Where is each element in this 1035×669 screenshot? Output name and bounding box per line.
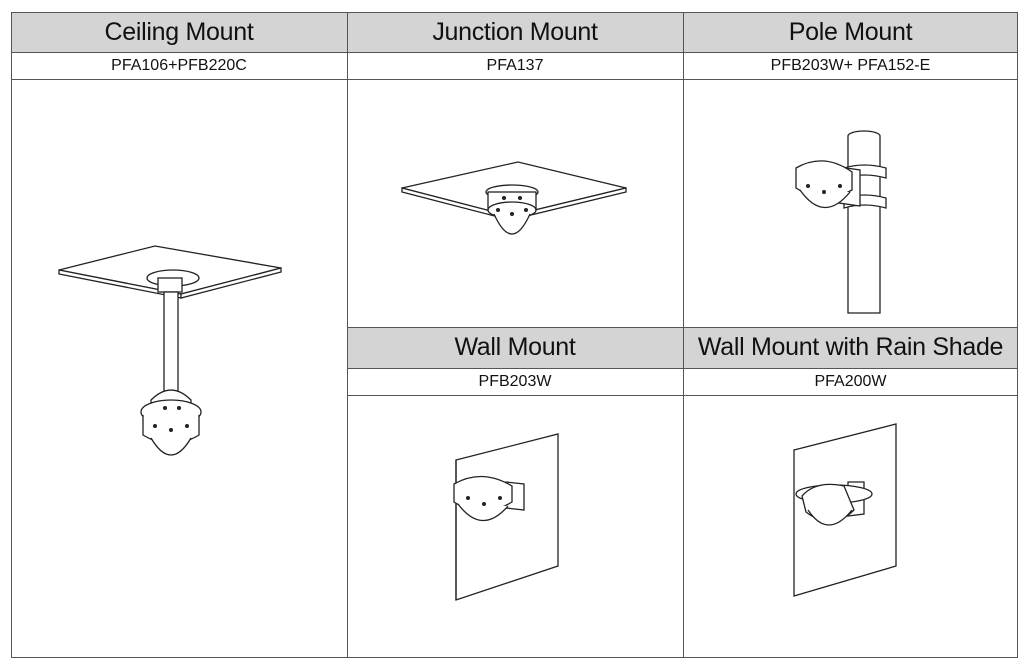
junction-mount-illustration [400,158,628,248]
wall-mount-title: Wall Mount [454,333,576,361]
wall-mount-model: PFB203W [478,372,552,390]
header-ceiling-mount: Ceiling Mount [11,12,347,52]
pole-mount-title: Pole Mount [788,17,913,46]
model-ceiling-mount: PFA106+PFB220C [11,52,347,79]
wall-mount-rain-shade-model: PFA200W [814,372,887,390]
model-pole-mount: PFB203W+ PFA152-E [683,52,1018,79]
pole-mount-model: PFB203W+ PFA152-E [770,56,931,74]
header-junction-mount: Junction Mount [347,12,683,52]
header-wall-mount: Wall Mount [347,327,683,368]
ceiling-mount-title: Ceiling Mount [104,17,254,46]
header-pole-mount: Pole Mount [683,12,1018,52]
header-wall-mount-rain-shade: Wall Mount with Rain Shade [683,327,1018,368]
wall-mount-illustration [446,432,562,602]
pole-mount-illustration [790,128,900,328]
model-wall-mount: PFB203W [347,368,683,395]
wall-mount-rain-shade-illustration [782,422,902,602]
model-junction-mount: PFA137 [347,52,683,79]
wall-mount-rain-shade-title: Wall Mount with Rain Shade [697,333,1004,361]
ceiling-mount-illustration [55,240,285,470]
junction-mount-model: PFA137 [486,56,544,74]
ceiling-mount-model: PFA106+PFB220C [111,56,247,74]
model-wall-mount-rain-shade: PFA200W [683,368,1018,395]
junction-mount-title: Junction Mount [432,17,598,46]
